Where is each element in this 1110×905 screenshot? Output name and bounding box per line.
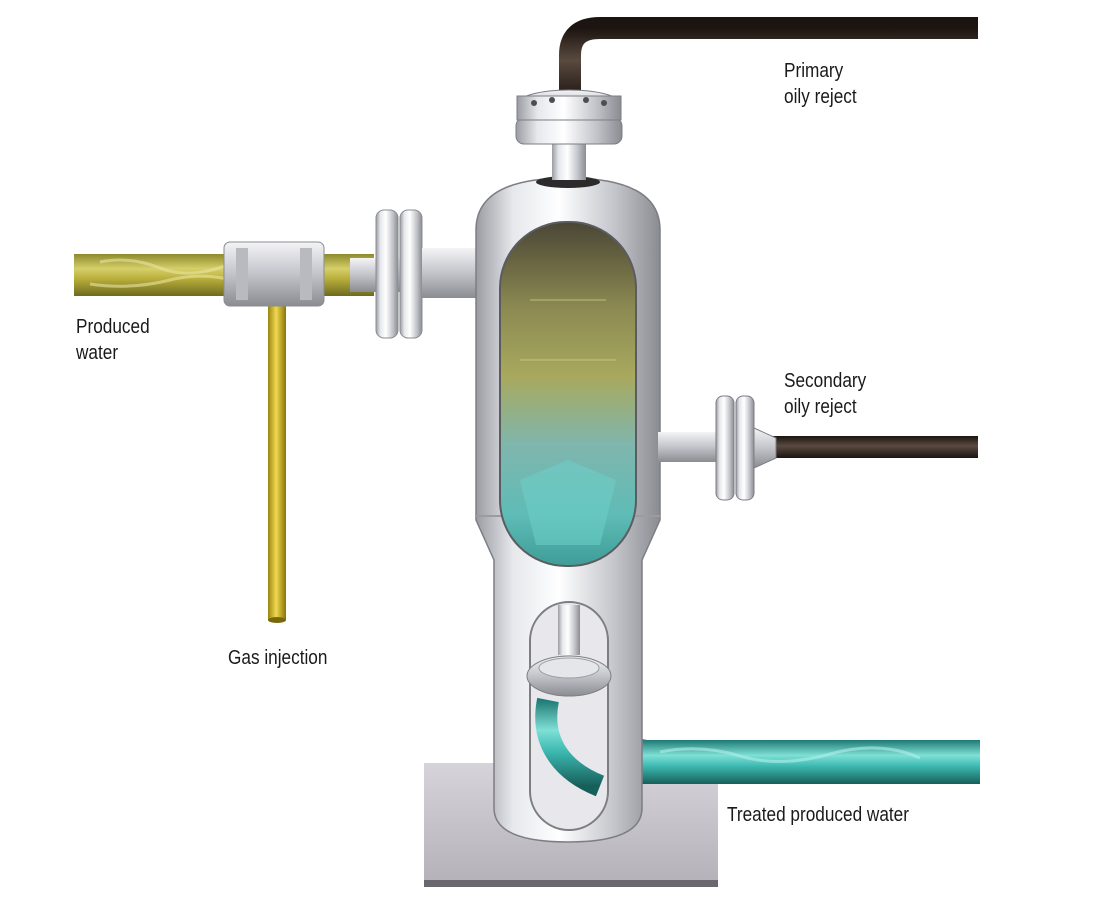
gas-injection-text: Gas injection xyxy=(228,647,328,669)
secondary-reject-pipe xyxy=(770,436,978,458)
primary-oily-reject-label: Primary oily reject xyxy=(784,58,857,110)
inlet-flange xyxy=(350,209,480,339)
top-flange xyxy=(515,89,623,180)
vessel-window xyxy=(499,221,637,567)
produced-water-line-1: Produced xyxy=(76,316,150,338)
secondary-flange xyxy=(658,395,777,501)
primary-oily-reject-line-1: Primary xyxy=(784,60,844,82)
secondary-oily-reject-line-1: Secondary xyxy=(784,370,867,392)
lower-cutout xyxy=(526,601,612,831)
inlet-union-fitting xyxy=(223,241,325,307)
produced-water-label: Produced water xyxy=(76,314,150,366)
secondary-oily-reject-label: Secondary oily reject xyxy=(784,368,866,420)
primary-reject-pipe xyxy=(559,17,978,100)
gas-injection-label: Gas injection xyxy=(228,645,327,671)
secondary-oily-reject-line-2: oily reject xyxy=(784,396,857,418)
primary-oily-reject-line-2: oily reject xyxy=(784,86,857,108)
treated-produced-water-text: Treated produced water xyxy=(727,804,909,826)
gas-injection-pipe xyxy=(268,292,286,623)
treated-produced-water-label: Treated produced water xyxy=(727,802,909,828)
produced-water-line-2: water xyxy=(76,342,119,364)
